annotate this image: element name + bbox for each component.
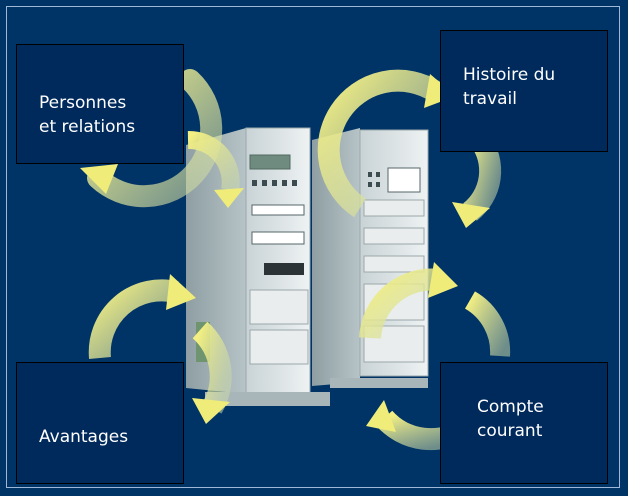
box-avantages-line-1: Avantages: [39, 427, 129, 447]
arrow-top-center: [187, 131, 244, 208]
box-personnes: Personnes et relations: [16, 44, 184, 164]
arrow-top-left: [80, 69, 223, 208]
box-compte-line-1: Compte: [477, 397, 544, 417]
box-personnes-line-1: Personnes: [39, 93, 127, 113]
box-compte-line-2: courant: [477, 421, 543, 441]
box-avantages: Avantages: [16, 362, 184, 484]
box-compte: Compte courant: [440, 362, 608, 484]
diagram-frame: [6, 6, 620, 488]
box-personnes-line-2: et relations: [39, 117, 136, 137]
box-histoire: Histoire du travail: [440, 30, 608, 152]
box-histoire-line-2: travail: [463, 89, 517, 109]
arrow-bottom-left: [88, 274, 232, 424]
box-histoire-line-1: Histoire du: [463, 65, 556, 85]
